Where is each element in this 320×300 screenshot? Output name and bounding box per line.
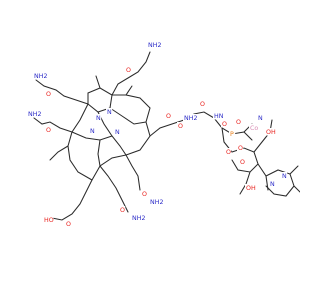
atom-label-bg — [281, 172, 288, 180]
atom-label-bg — [95, 114, 102, 122]
atom-label: HO — [44, 217, 54, 224]
atom-label-bg — [199, 100, 206, 108]
atom-label-bg — [114, 128, 121, 136]
atom-label: NH2 — [184, 115, 197, 122]
atom-label: O — [142, 191, 147, 198]
atom-label: O — [200, 101, 205, 108]
atom-label-bg — [33, 72, 48, 80]
atom-label-bg — [165, 112, 172, 120]
atom-label: P — [230, 131, 234, 138]
atom-label-bg — [141, 190, 148, 198]
atom-label-bg — [183, 114, 198, 122]
atom-label: OH — [266, 129, 276, 136]
atom-label-bg — [147, 41, 162, 49]
atom-label-bg — [177, 122, 184, 130]
atom-label-bg — [43, 216, 54, 224]
atom-label: N — [107, 109, 112, 116]
atom-label-bg — [65, 220, 72, 228]
atom-label-bg — [221, 120, 228, 128]
atom-label: NH2 — [150, 199, 163, 206]
atom-label-bg — [213, 112, 224, 120]
atom-label-bg — [89, 127, 96, 135]
atom-label-bg — [119, 206, 126, 214]
atom-label: NH2 — [132, 215, 145, 222]
atom-label: HN — [214, 113, 224, 120]
atom-label-bg — [45, 126, 52, 134]
atom-label: O — [126, 67, 131, 74]
atom-label-bg — [27, 110, 42, 118]
atom-label: O — [46, 127, 51, 134]
atom-label: N — [282, 173, 287, 180]
atom-label-bg — [45, 90, 52, 98]
atom-label: O — [178, 123, 183, 130]
atom-label-bg — [245, 184, 256, 192]
atom-label-bg — [149, 198, 164, 206]
atom-label: N — [115, 129, 120, 136]
atom-label: O — [226, 149, 231, 156]
atom-label-bg — [125, 66, 132, 74]
atom-label: O — [222, 121, 227, 128]
atom-label-bg — [249, 124, 260, 132]
atom-label: O — [236, 119, 241, 126]
atom-label: O — [166, 113, 171, 120]
atom-label: N — [258, 115, 263, 122]
atom-label: Co — [250, 125, 258, 132]
atom-label: O — [240, 159, 245, 166]
bond-layer — [33, 51, 300, 221]
atom-label-bg — [269, 180, 276, 188]
atom-label: O — [120, 207, 125, 214]
atom-label-bg — [265, 128, 276, 136]
atom-label-bg — [257, 114, 264, 122]
atom-label-bg — [229, 130, 236, 138]
atom-label: NH2 — [148, 42, 161, 49]
atom-label: O — [238, 145, 243, 152]
atom-label: N — [96, 115, 101, 122]
atom-label-bg — [106, 108, 113, 116]
atom-label-bg — [131, 214, 146, 222]
atom-label: NH2 — [28, 111, 41, 118]
atom-label: N — [90, 128, 95, 135]
atom-label-bg — [239, 158, 246, 166]
atom-label: OH — [246, 185, 256, 192]
atom-label: N — [270, 181, 275, 188]
atom-label: NH2 — [34, 73, 47, 80]
atom-label: O — [46, 91, 51, 98]
atom-label-bg — [237, 144, 244, 152]
atom-label-bg — [235, 118, 242, 126]
atom-label: O — [66, 221, 71, 228]
atom-label-bg — [225, 148, 232, 156]
